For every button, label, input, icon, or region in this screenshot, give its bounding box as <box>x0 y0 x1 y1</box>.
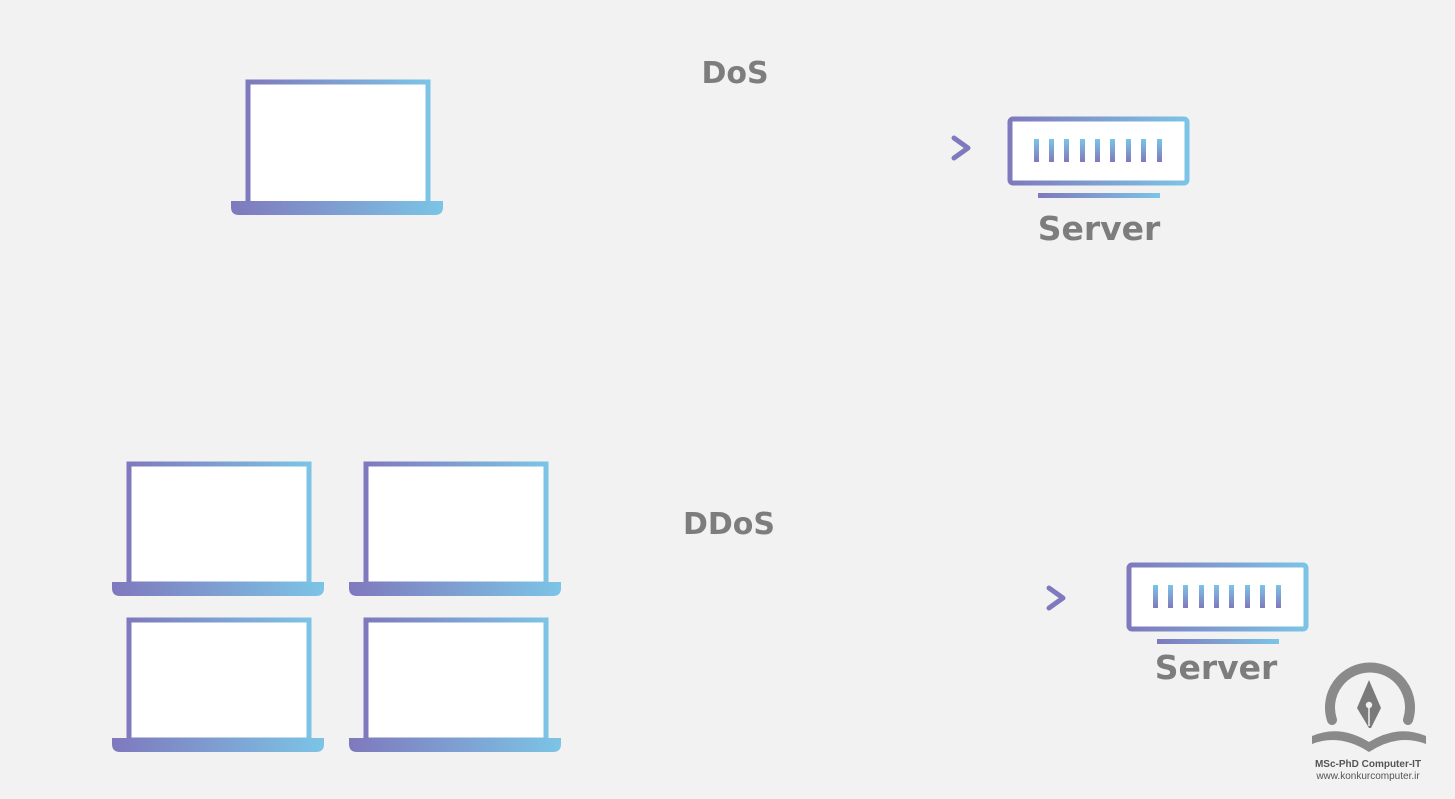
server-icon <box>1126 562 1309 644</box>
logo-url: www.konkurcomputer.ir <box>1316 771 1420 782</box>
ddos-server-label: Server <box>1154 648 1278 687</box>
arrow-right-icon <box>582 585 1066 611</box>
brand-logo-icon <box>1312 662 1426 752</box>
ddos-section <box>112 461 1309 752</box>
laptop-icon <box>231 79 443 215</box>
dos-section <box>231 79 1190 215</box>
laptop-icon <box>112 461 324 596</box>
laptop-icon <box>349 461 561 596</box>
arrow-right-icon <box>487 135 971 161</box>
logo-title: MSc-PhD Computer-IT <box>1314 759 1422 770</box>
laptop-icon <box>112 617 324 752</box>
laptop-icon <box>349 617 561 752</box>
ddos-label: DDoS <box>682 507 776 542</box>
dos-server-label: Server <box>1037 209 1161 248</box>
dos-label: DoS <box>701 56 769 91</box>
server-icon <box>1007 116 1190 198</box>
